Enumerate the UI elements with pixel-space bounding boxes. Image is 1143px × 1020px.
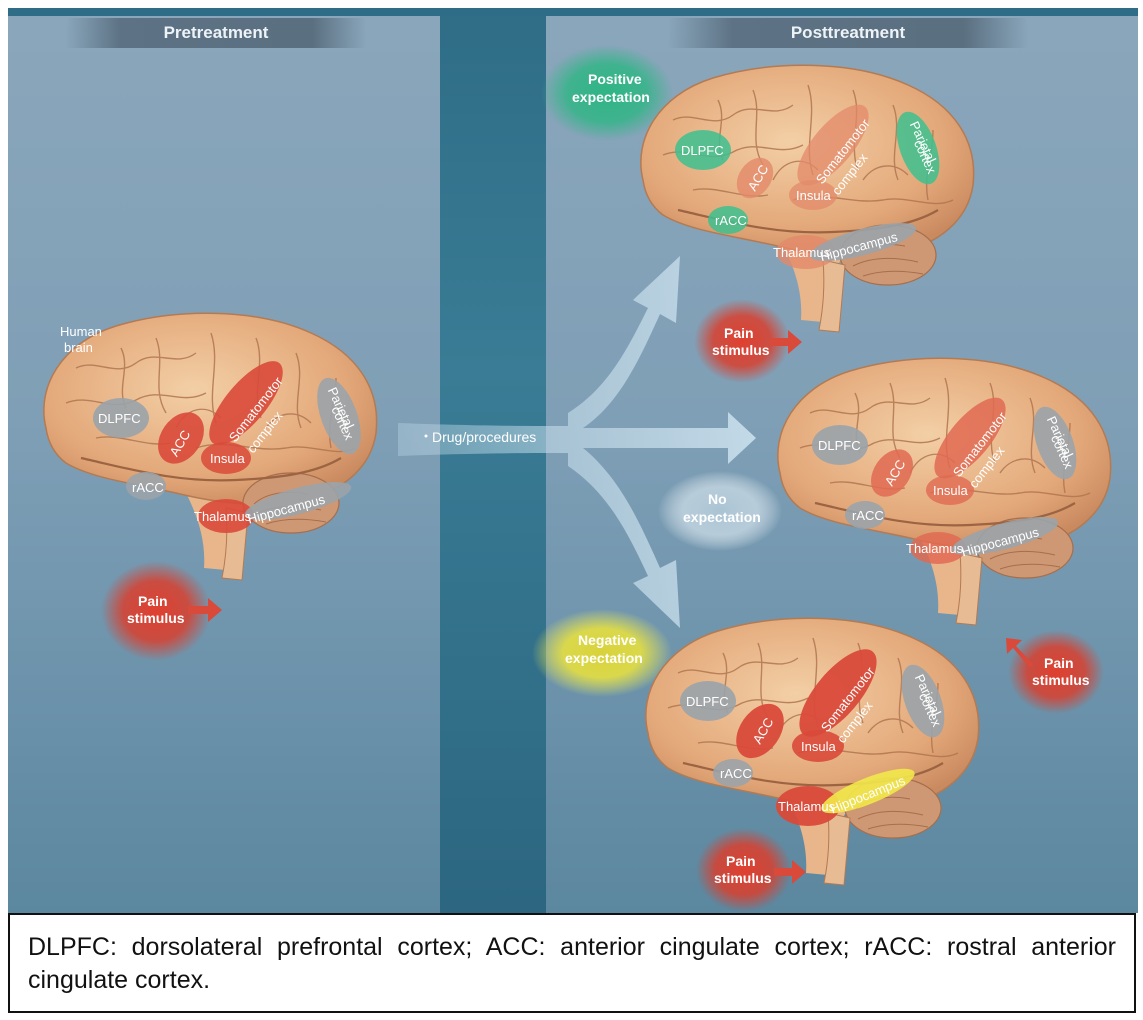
caption-text: DLPFC: dorsolateral prefrontal cortex; A… [28,931,1116,997]
svg-text:DLPFC: DLPFC [818,438,861,453]
svg-text:Negative: Negative [578,632,637,648]
svg-text:expectation: expectation [572,89,650,105]
svg-text:No: No [708,491,727,507]
brain-pretreatment: DLPFC ACC rACC Insula Thalamus Hippocamp… [44,313,377,580]
svg-text:brain: brain [64,340,93,355]
svg-text:Insula: Insula [801,739,836,754]
svg-text:Thalamus: Thalamus [906,541,964,556]
caption-box: DLPFC: dorsolateral prefrontal cortex; A… [8,913,1136,1013]
svg-text:DLPFC: DLPFC [681,143,724,158]
svg-text:Pain: Pain [724,325,754,341]
svg-text:expectation: expectation [683,509,761,525]
svg-text:rACC: rACC [132,480,164,495]
brain-negative: DLPFC ACC rACC Insula Thalamus Hippocamp… [646,618,979,885]
svg-text:Insula: Insula [933,483,968,498]
svg-text:Pain: Pain [1044,655,1074,671]
human-brain-label: Human [60,324,102,339]
svg-text:Thalamus: Thalamus [194,509,252,524]
drug-label: Drug/procedures [432,429,536,445]
svg-text:Positive: Positive [588,71,642,87]
svg-text:stimulus: stimulus [714,870,772,886]
brain-positive: DLPFC ACC rACC Insula Thalamus Hippocamp… [641,65,974,332]
svg-text:Insula: Insula [210,451,245,466]
svg-text:DLPFC: DLPFC [686,694,729,709]
svg-text:stimulus: stimulus [712,342,770,358]
svg-text:Pain: Pain [138,593,168,609]
svg-text:rACC: rACC [720,766,752,781]
svg-text:Thalamus: Thalamus [778,799,836,814]
svg-text:rACC: rACC [715,213,747,228]
brain-no-expectation: DLPFC ACC rACC Insula Thalamus Hippocamp… [778,358,1111,625]
svg-text:stimulus: stimulus [1032,672,1090,688]
svg-text:stimulus: stimulus [127,610,185,626]
figure-panel: Pretreatment Posttreatment [8,8,1138,913]
svg-text:expectation: expectation [565,650,643,666]
diagram-canvas: DLPFC ACC rACC Insula Thalamus Hippocamp… [8,8,1138,913]
svg-text:DLPFC: DLPFC [98,411,141,426]
svg-text:Insula: Insula [796,188,831,203]
svg-text:rACC: rACC [852,508,884,523]
svg-text:Pain: Pain [726,853,756,869]
